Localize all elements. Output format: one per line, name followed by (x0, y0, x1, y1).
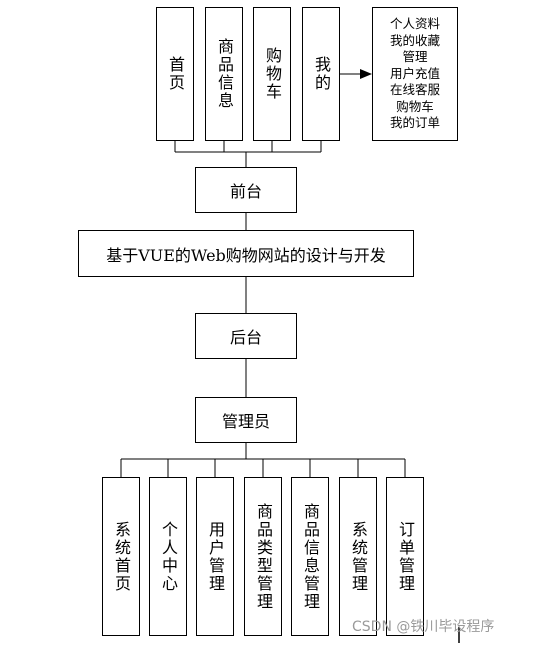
module-product-info-label: 商品信息 (215, 38, 234, 110)
back-end-box: 后台 (195, 313, 297, 359)
admin-module-user-management-label: 用户管理 (206, 520, 225, 593)
admin-module-order-management: 订单管理 (386, 477, 424, 636)
mine-item-manage: 管理 (402, 49, 428, 65)
front-end-label: 前台 (229, 182, 262, 201)
mine-item-online-service: 在线客服 (389, 82, 440, 98)
admin-module-system-management: 系统管理 (339, 477, 377, 636)
mine-submodule-list: 个人资料 我的收藏 管理 用户充值 在线客服 购物车 我的订单 (372, 7, 458, 141)
mine-item-recharge: 用户充值 (389, 65, 440, 81)
admin-module-user-management: 用户管理 (196, 477, 234, 636)
admin-module-order-management-label: 订单管理 (396, 520, 415, 593)
module-home: 首页 (156, 7, 194, 141)
mine-item-favorites: 我的收藏 (389, 32, 440, 48)
mine-item-orders: 我的订单 (389, 115, 440, 131)
admin-module-personal-center: 个人中心 (149, 477, 187, 636)
back-end-label: 后台 (229, 328, 262, 347)
module-home-label: 首页 (166, 56, 185, 92)
module-product-info: 商品信息 (205, 7, 243, 141)
admin-module-system-management-label: 系统管理 (349, 520, 368, 593)
admin-module-system-home-label: 系统首页 (112, 520, 131, 593)
admin-module-personal-center-label: 个人中心 (159, 520, 178, 593)
admin-module-product-type-management: 商品类型管理 (244, 477, 282, 636)
admin-box: 管理员 (195, 397, 297, 443)
admin-module-product-info-management: 商品信息管理 (291, 477, 329, 636)
mine-item-cart: 购物车 (396, 98, 434, 114)
front-end-box: 前台 (195, 167, 297, 213)
module-cart: 购物车 (253, 7, 291, 141)
mine-item-profile: 个人资料 (389, 16, 440, 32)
admin-label: 管理员 (221, 412, 270, 431)
admin-module-system-home: 系统首页 (102, 477, 140, 636)
module-mine-label: 我的 (312, 56, 331, 92)
system-title-box: 基于VUE的Web购物网站的设计与开发 (78, 230, 414, 277)
csdn-watermark: CSDN @铁川毕设程序 (352, 619, 495, 635)
system-title: 基于VUE的Web购物网站的设计与开发 (106, 245, 386, 265)
module-mine: 我的 (302, 7, 340, 141)
admin-module-product-type-management-label: 商品类型管理 (254, 502, 273, 611)
admin-module-product-info-management-label: 商品信息管理 (301, 502, 320, 611)
module-cart-label: 购物车 (263, 47, 282, 101)
